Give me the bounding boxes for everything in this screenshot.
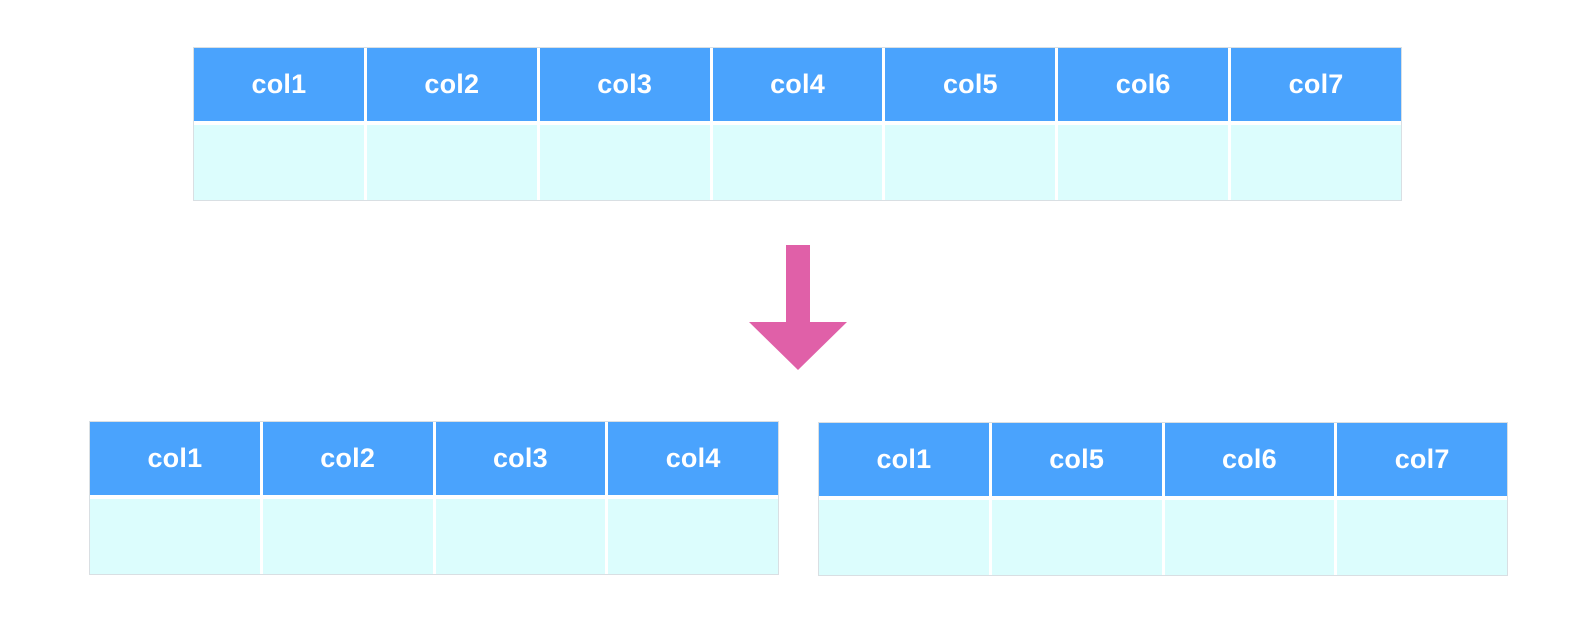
- split-left-cell: [435, 499, 606, 574]
- split-left-header-col4: col4: [608, 422, 778, 495]
- split-left-cell: [90, 499, 260, 574]
- source-table-cell: [712, 125, 883, 200]
- source-table-cell: [539, 125, 710, 200]
- split-right-cell: [1337, 500, 1507, 575]
- split-right-cell: [819, 500, 989, 575]
- source-table: col1 col2 col3 col4 col5 col6 col7: [193, 47, 1402, 201]
- split-right-cell: [991, 500, 1162, 575]
- source-table-header-col5: col5: [885, 48, 1056, 121]
- source-table-header-col4: col4: [712, 48, 883, 121]
- split-left-header-col3: col3: [435, 422, 606, 495]
- split-right-header-col1: col1: [819, 423, 989, 496]
- source-table-cell: [1058, 125, 1229, 200]
- split-left-cell: [262, 499, 433, 574]
- split-table-right: col1 col5 col6 col7: [818, 422, 1508, 576]
- split-left-header-col1: col1: [90, 422, 260, 495]
- arrow-down-icon: [749, 245, 847, 370]
- split-right-header-col7: col7: [1337, 423, 1507, 496]
- split-left-header-col2: col2: [262, 422, 433, 495]
- source-table-cell: [366, 125, 537, 200]
- source-table-cell: [885, 125, 1056, 200]
- source-table-header-col1: col1: [194, 48, 364, 121]
- split-left-cell: [608, 499, 778, 574]
- split-right-header-col5: col5: [991, 423, 1162, 496]
- source-table-header-col2: col2: [366, 48, 537, 121]
- source-table-header-col3: col3: [539, 48, 710, 121]
- source-table-header-col7: col7: [1231, 48, 1401, 121]
- split-table-left: col1 col2 col3 col4: [89, 421, 779, 575]
- source-table-cell: [1231, 125, 1401, 200]
- split-right-cell: [1164, 500, 1335, 575]
- split-right-header-col6: col6: [1164, 423, 1335, 496]
- source-table-header-col6: col6: [1058, 48, 1229, 121]
- source-table-cell: [194, 125, 364, 200]
